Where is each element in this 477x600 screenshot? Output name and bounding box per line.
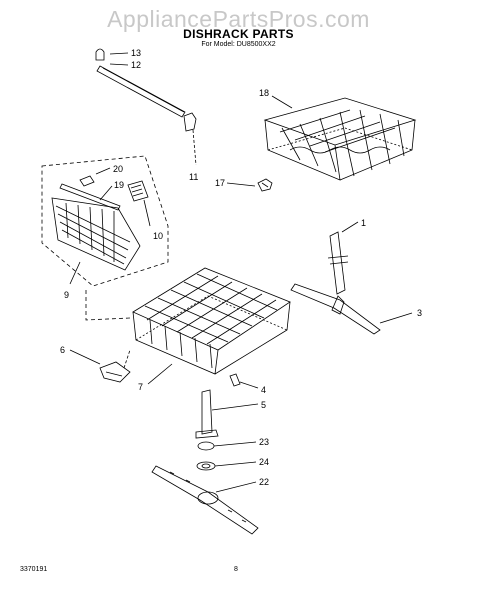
callout-labels: 13 12 11 18 17 20 19 10 9 1 3 6 7 4 5 23… bbox=[60, 48, 422, 487]
callout-18: 18 bbox=[259, 88, 269, 98]
cup-shelf-assembly bbox=[51, 175, 149, 271]
model-subtitle: For Model: DU8500XX2 bbox=[201, 41, 276, 48]
leader-13 bbox=[109, 52, 129, 55]
pin-part-4 bbox=[229, 373, 241, 387]
rack-rail-part bbox=[95, 48, 197, 132]
document-number: 3370191 bbox=[20, 566, 48, 573]
leader-24 bbox=[214, 461, 257, 467]
leader-19 bbox=[99, 185, 113, 201]
dashed-connector bbox=[85, 290, 131, 321]
leader-7 bbox=[147, 363, 173, 385]
leader-10 bbox=[143, 199, 151, 227]
callout-9: 9 bbox=[64, 290, 69, 300]
callout-11: 11 bbox=[189, 172, 198, 182]
leader-5 bbox=[211, 403, 259, 411]
lower-spray-arm-part bbox=[151, 465, 259, 535]
callout-19: 19 bbox=[114, 180, 124, 190]
lower-spray-tube-part bbox=[195, 389, 219, 439]
callout-17: 17 bbox=[215, 178, 225, 188]
leader-18 bbox=[271, 95, 293, 109]
callout-3: 3 bbox=[417, 308, 422, 318]
washer-part-24 bbox=[196, 461, 216, 471]
watermark: AppliancePartsPros.com bbox=[107, 6, 370, 32]
callout-10: 10 bbox=[153, 231, 163, 241]
callout-13: 13 bbox=[131, 48, 141, 58]
callout-7: 7 bbox=[138, 382, 143, 392]
callout-23: 23 bbox=[259, 437, 269, 447]
page-number: 8 bbox=[234, 566, 238, 573]
callout-22: 22 bbox=[259, 477, 269, 487]
roller-part-6 bbox=[99, 361, 131, 383]
lower-rack-part bbox=[132, 267, 291, 375]
upper-spray-arm-part bbox=[290, 283, 381, 335]
leader-17 bbox=[226, 182, 256, 187]
callout-4: 4 bbox=[261, 385, 266, 395]
callout-5: 5 bbox=[261, 400, 266, 410]
callout-24: 24 bbox=[259, 457, 269, 467]
upper-spray-tube-part bbox=[327, 231, 349, 295]
leader-9 bbox=[69, 261, 81, 285]
page-title: DISHRACK PARTS bbox=[183, 27, 294, 41]
clip-part-17 bbox=[257, 178, 273, 192]
washer-part-23 bbox=[197, 441, 215, 451]
leader-11 bbox=[192, 129, 197, 166]
upper-basket-part bbox=[263, 97, 417, 181]
leader-6 bbox=[69, 349, 101, 365]
leader-20 bbox=[95, 167, 111, 175]
leader-22 bbox=[215, 481, 257, 493]
leader-23 bbox=[213, 441, 257, 447]
leader-12 bbox=[109, 63, 129, 66]
callout-1: 1 bbox=[361, 218, 366, 228]
leader-4 bbox=[239, 381, 259, 389]
callout-20: 20 bbox=[113, 164, 123, 174]
callout-6: 6 bbox=[60, 345, 65, 355]
leader-1 bbox=[341, 221, 359, 233]
callout-12: 12 bbox=[131, 60, 141, 70]
leader-3 bbox=[379, 312, 413, 324]
assembly-dashed-outline bbox=[41, 155, 169, 287]
